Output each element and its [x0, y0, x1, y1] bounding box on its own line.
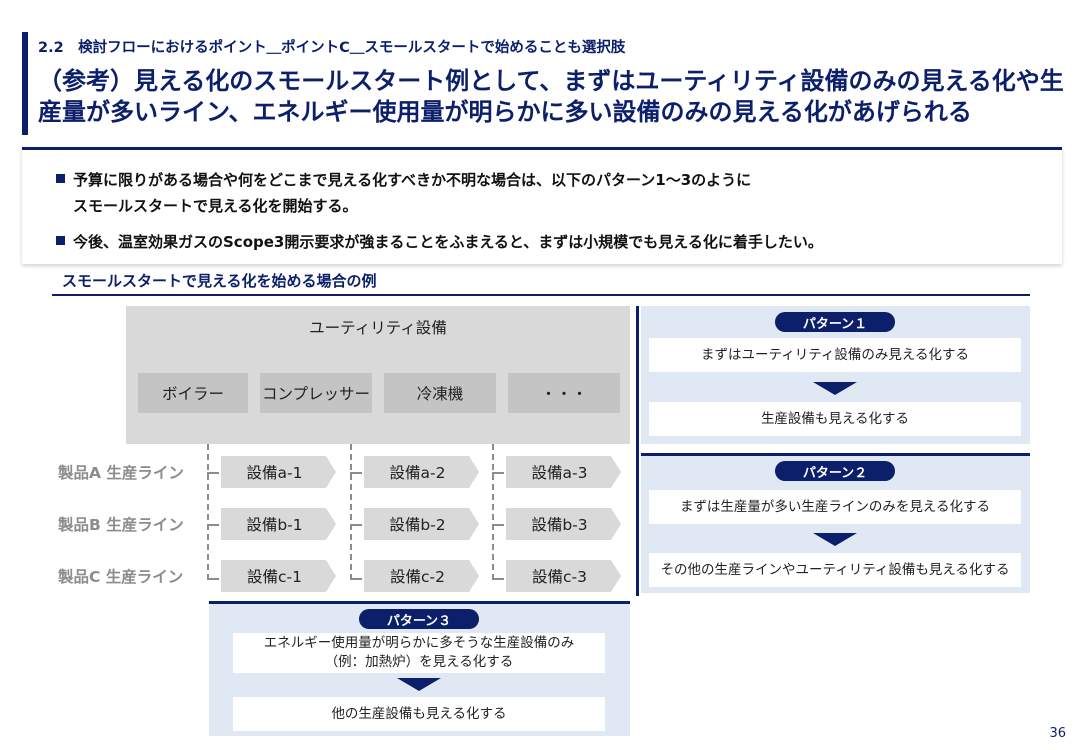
pattern-2-panel: パターン２ まずは生産量が多い生産ラインのみを見える化する その他の生産ラインや…	[641, 453, 1030, 593]
utility-item-compressor: コンプレッサー	[260, 373, 372, 413]
chevron-shape	[364, 560, 479, 592]
connector-col-3	[492, 444, 494, 580]
connector-h	[492, 524, 504, 526]
equipment-c-1: 設備c-1	[221, 560, 336, 592]
chevron-shape	[506, 456, 621, 488]
equipment-a-1: 設備a-1	[221, 456, 336, 488]
equipment-label: 設備c-1	[247, 568, 302, 586]
connector-col-1	[207, 444, 209, 580]
equipment-label: 設備b-3	[531, 516, 588, 534]
equipment-a-3: 設備a-3	[506, 456, 621, 488]
bullet-square-icon	[56, 174, 65, 183]
down-arrow-icon	[813, 533, 857, 546]
pattern-3-label: パターン３	[359, 609, 479, 629]
connector-h	[350, 472, 362, 474]
equipment-label: 設備a-2	[389, 464, 446, 482]
title-accent-bar	[22, 32, 28, 135]
equipment-label: 設備b-1	[246, 516, 303, 534]
bullet-1-text: 予算に限りがある場合や何をどこまで見える化すべきか不明な場合は、以下のパターン1…	[73, 171, 752, 189]
equipment-a-2: 設備a-2	[364, 456, 479, 488]
pattern-1-step-2: 生産設備も見える化する	[649, 402, 1021, 436]
equipment-label: 設備a-3	[531, 464, 588, 482]
pattern-3-step-2: 他の生産設備も見える化する	[233, 697, 605, 731]
vertical-divider	[636, 306, 639, 596]
bullet-1: 予算に限りがある場合や何をどこまで見える化すべきか不明な場合は、以下のパターン1…	[56, 168, 751, 192]
utility-equipment-group: ユーティリティ設備 ボイラー コンプレッサー 冷凍機 ・・・	[126, 306, 630, 444]
bullet-square-icon	[56, 236, 65, 245]
chevron-shape	[221, 456, 336, 488]
connector-h	[492, 578, 504, 580]
chevron-shape	[221, 560, 336, 592]
connector-h	[492, 472, 504, 474]
equipment-label: 設備a-1	[246, 464, 303, 482]
chevron-shape	[221, 508, 336, 540]
pattern-2-step-2: その他の生産ラインやユーティリティ設備も見える化する	[649, 553, 1021, 587]
pattern-1-label: パターン１	[775, 312, 895, 332]
line-label-c: 製品C 生産ライン	[58, 568, 184, 586]
pattern-2-step-1: まずは生産量が多い生産ラインのみを見える化する	[649, 490, 1021, 524]
equipment-label: 設備b-2	[389, 516, 446, 534]
connector-h	[207, 578, 219, 580]
pattern-1-step-1: まずはユーティリティ設備のみ見える化する	[649, 338, 1021, 372]
example-divider	[52, 294, 1030, 296]
equipment-c-3: 設備c-3	[506, 560, 621, 592]
line-label-b: 製品B 生産ライン	[58, 516, 184, 534]
bullet-2-text: 今後、温室効果ガスのScope3開示要求が強まることをふまえると、まずは小規模で…	[73, 233, 823, 251]
equipment-label: 設備c-2	[390, 568, 445, 586]
pattern-3-panel: パターン３ エネルギー使用量が明らかに多そうな生産設備のみ （例：加熱炉）を見え…	[209, 601, 630, 736]
chevron-shape	[364, 456, 479, 488]
example-heading: スモールスタートで見える化を始める場合の例	[62, 272, 377, 290]
utility-item-more: ・・・	[508, 373, 620, 413]
pattern-2-label: パターン２	[775, 461, 895, 481]
equipment-b-2: 設備b-2	[364, 508, 479, 540]
utility-item-boiler: ボイラー	[138, 373, 248, 413]
pattern-1-panel: パターン１ まずはユーティリティ設備のみ見える化する 生産設備も見える化する	[641, 306, 1030, 444]
chevron-shape	[506, 560, 621, 592]
chevron-shape	[506, 508, 621, 540]
equipment-label: 設備c-3	[532, 568, 587, 586]
page-title: （参考）見える化のスモールスタート例として、まずはユーティリティ設備のみの見える…	[38, 67, 1064, 126]
pattern-3-step-1-line-2: （例：加熱炉）を見える化する	[324, 654, 514, 670]
line-label-a: 製品A 生産ライン	[58, 464, 184, 482]
section-label: 2.2 検討フローにおけるポイント＿ポイントC＿スモールスタートで始めることも選…	[38, 40, 626, 56]
pattern-3-step-1: エネルギー使用量が明らかに多そうな生産設備のみ （例：加熱炉）を見える化する	[233, 633, 605, 673]
connector-h	[207, 524, 219, 526]
equipment-b-1: 設備b-1	[221, 508, 336, 540]
utility-item-refrigerator: 冷凍機	[384, 373, 496, 413]
down-arrow-icon	[813, 382, 857, 395]
chevron-shape	[364, 508, 479, 540]
bullet-1-continuation: スモールスタートで見える化を開始する。	[73, 197, 358, 215]
page-number: 36	[1049, 726, 1066, 741]
utility-title: ユーティリティ設備	[309, 319, 447, 337]
connector-h	[350, 578, 362, 580]
summary-box: 予算に限りがある場合や何をどこまで見える化すべきか不明な場合は、以下のパターン1…	[22, 147, 1062, 264]
bullet-2: 今後、温室効果ガスのScope3開示要求が強まることをふまえると、まずは小規模で…	[56, 230, 823, 254]
connector-col-2	[350, 444, 352, 580]
connector-h	[207, 472, 219, 474]
equipment-c-2: 設備c-2	[364, 560, 479, 592]
pattern-3-step-1-line-1: エネルギー使用量が明らかに多そうな生産設備のみ	[263, 635, 575, 651]
equipment-b-3: 設備b-3	[506, 508, 621, 540]
down-arrow-icon	[397, 678, 441, 691]
connector-h	[350, 524, 362, 526]
